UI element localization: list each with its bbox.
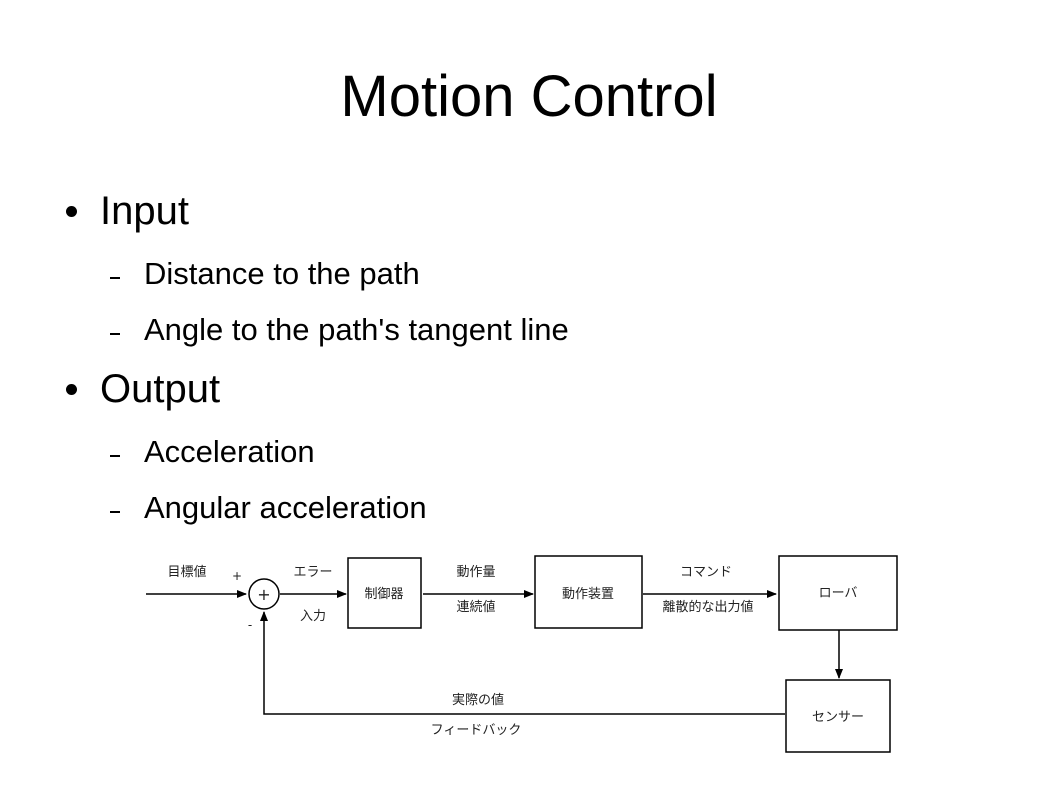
sub-bullet-angle: Angle to the path's tangent line: [110, 312, 569, 348]
sub-bullet-angular: Angular acceleration: [110, 490, 427, 526]
feedback-label: フィードバック: [431, 723, 522, 738]
input-label: 入力: [300, 609, 326, 624]
actuator-label: 動作装置: [562, 587, 614, 602]
continuous-value-label: 連続値: [456, 599, 495, 615]
bullet-output: Output: [66, 367, 220, 411]
target-value-label: 目標値: [167, 564, 206, 580]
sub-bullet-text: Angle to the path's tangent line: [144, 312, 569, 347]
error-label: エラー: [293, 565, 332, 580]
sensor-label: センサー: [812, 710, 864, 725]
sensor-block: [785, 679, 891, 753]
bullet-input: Input: [66, 189, 189, 233]
plus-sign: +: [232, 569, 242, 583]
sub-bullet-distance: Distance to the path: [110, 256, 420, 292]
rover-block: [778, 555, 898, 631]
summing-symbol: +: [257, 585, 270, 604]
command-label: コマンド: [680, 565, 732, 580]
dash-bullet-icon: [110, 333, 120, 335]
actual-value-label: 実際の値: [452, 692, 504, 708]
discrete-output-label: 離散的な出力値: [662, 599, 753, 615]
summing-junction: [248, 578, 280, 610]
sub-bullet-text: Acceleration: [144, 434, 315, 469]
slide-title: Motion Control: [340, 64, 718, 129]
bullet-dot-icon: [66, 205, 77, 217]
actuator-block: [534, 555, 643, 629]
bullet-heading-input: Input: [100, 189, 189, 233]
sub-bullet-text: Angular acceleration: [144, 490, 427, 525]
dash-bullet-icon: [110, 277, 120, 279]
sub-bullet-acceleration: Acceleration: [110, 434, 315, 470]
dash-bullet-icon: [110, 455, 120, 457]
bullet-dot-icon: [66, 383, 77, 395]
dash-bullet-icon: [110, 511, 120, 513]
minus-sign: -: [248, 618, 252, 632]
feedback-arrow: [260, 611, 785, 715]
actuation-amount-label: 動作量: [456, 565, 495, 580]
rover-label: ローバ: [819, 586, 858, 601]
sub-bullet-text: Distance to the path: [144, 256, 420, 291]
controller-block: [347, 557, 422, 629]
controller-label: 制御器: [364, 587, 403, 602]
bullet-heading-output: Output: [100, 367, 221, 411]
